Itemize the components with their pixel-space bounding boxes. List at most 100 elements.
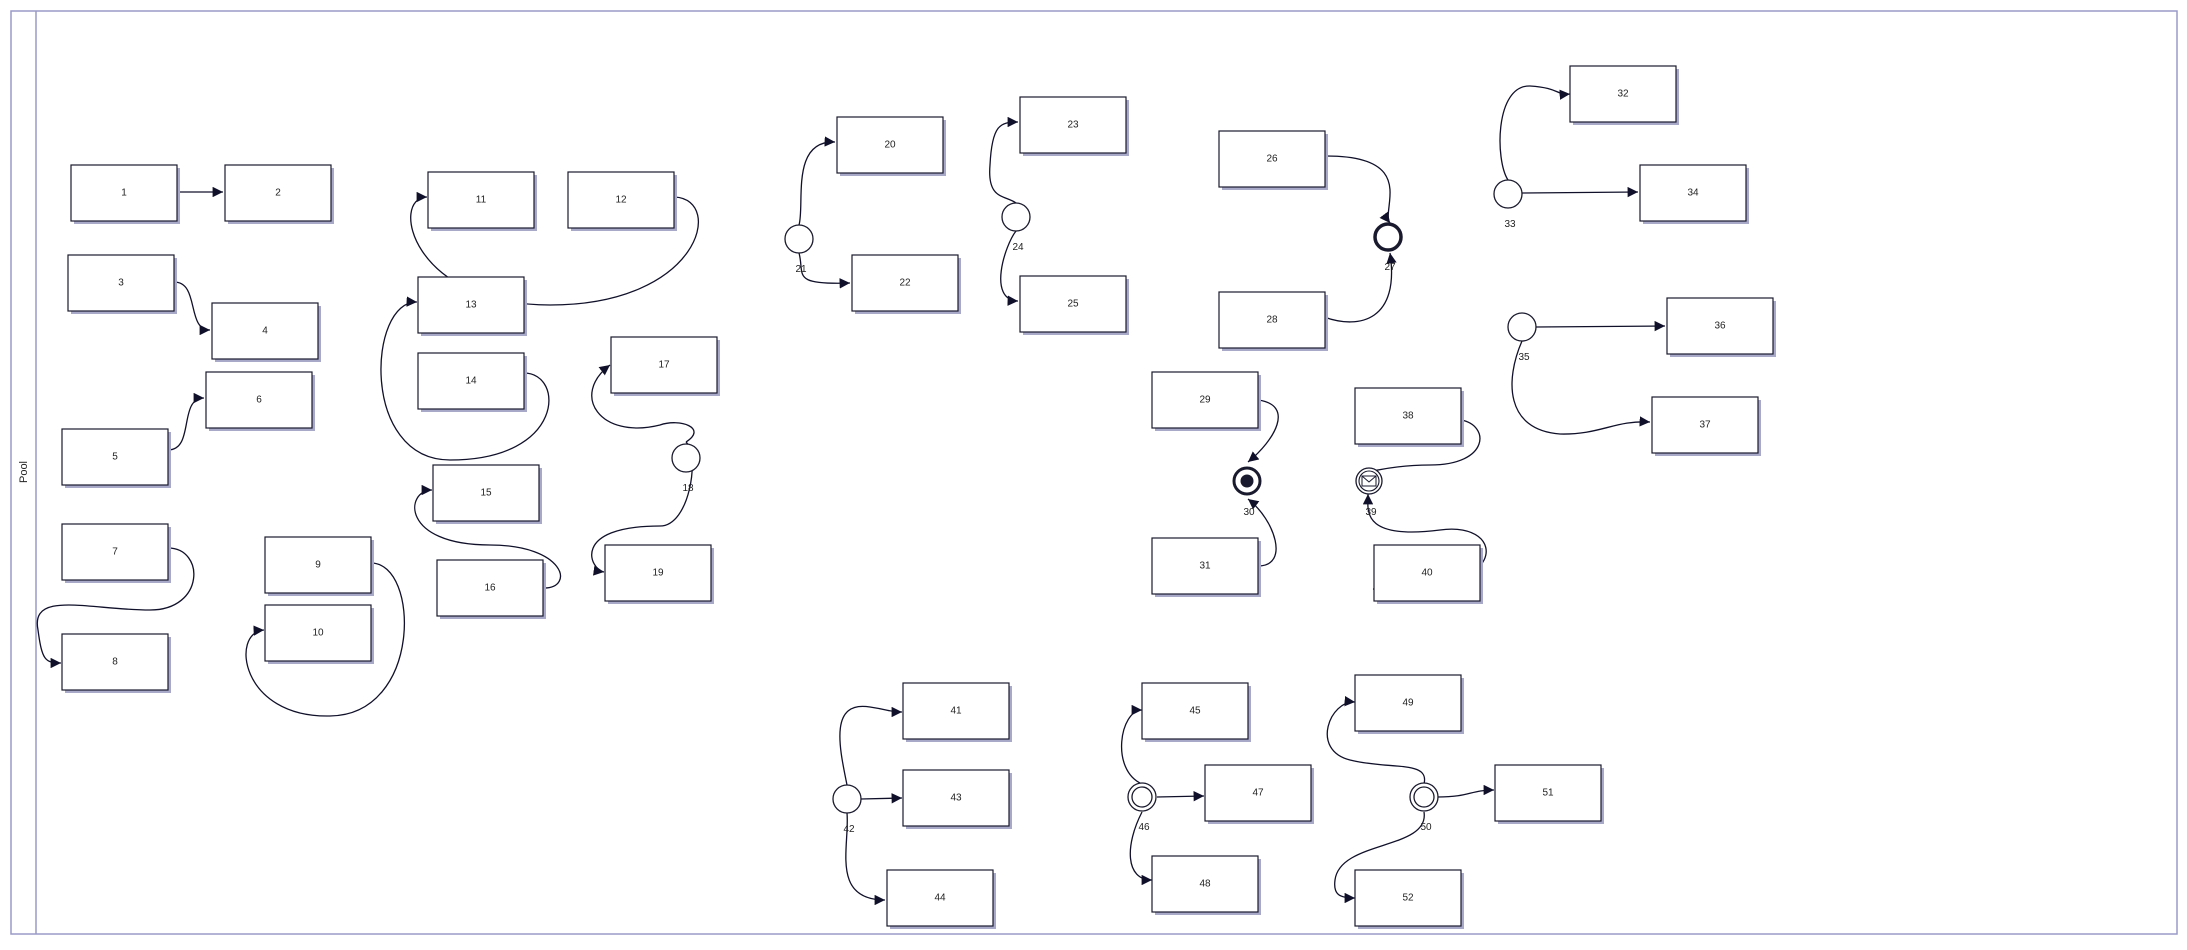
flow[interactable]: [591, 364, 695, 443]
task-label: 2: [275, 188, 281, 199]
flow[interactable]: [839, 705, 903, 786]
flow[interactable]: [1120, 704, 1143, 785]
start-event-icon[interactable]: [1001, 202, 1031, 232]
flow[interactable]: [173, 281, 211, 336]
event-label: 21: [795, 264, 807, 275]
task-label: 16: [484, 583, 496, 594]
task-label: 3: [118, 278, 124, 289]
flow[interactable]: [1535, 320, 1666, 332]
task-box[interactable]: 25: [1019, 275, 1129, 335]
flow[interactable]: [1323, 252, 1397, 323]
flow[interactable]: [36, 547, 195, 669]
start-event-icon[interactable]: [832, 784, 862, 814]
task-box[interactable]: 1: [70, 164, 180, 224]
flow[interactable]: [1129, 811, 1153, 886]
task-box[interactable]: 37: [1651, 396, 1761, 456]
task-box[interactable]: 40: [1373, 544, 1483, 604]
task-label: 28: [1266, 315, 1278, 326]
task-box[interactable]: 41: [902, 682, 1012, 742]
pool[interactable]: Pool: [10, 10, 2178, 935]
flow[interactable]: [845, 812, 886, 906]
task-box[interactable]: 48: [1151, 855, 1261, 915]
task-label: 15: [480, 488, 492, 499]
task-box[interactable]: 13: [417, 276, 527, 336]
task-box[interactable]: 22: [851, 254, 961, 314]
event-label: 30: [1243, 507, 1255, 518]
task-box[interactable]: 51: [1494, 764, 1604, 824]
pool-label: Pool: [18, 461, 30, 483]
task-box[interactable]: 36: [1666, 297, 1776, 357]
task-label: 17: [658, 360, 670, 371]
task-box[interactable]: 38: [1354, 387, 1464, 447]
task-box[interactable]: 10: [264, 604, 374, 664]
task-box[interactable]: 16: [436, 559, 546, 619]
start-event-icon[interactable]: [784, 224, 814, 254]
flow[interactable]: [167, 392, 205, 451]
flow[interactable]: [1326, 696, 1426, 785]
flow[interactable]: [1334, 811, 1425, 904]
flow[interactable]: [410, 191, 699, 306]
task-box[interactable]: 34: [1639, 164, 1749, 224]
task-label: 37: [1699, 420, 1711, 431]
flow[interactable]: [1511, 340, 1651, 435]
event-label: 39: [1365, 507, 1377, 518]
start-event-icon[interactable]: [671, 443, 701, 473]
task-box[interactable]: 29: [1151, 371, 1261, 431]
task-box[interactable]: 4: [211, 302, 321, 362]
task-box[interactable]: 19: [604, 544, 714, 604]
task-label: 11: [476, 195, 487, 206]
flow[interactable]: [1247, 498, 1277, 567]
task-label: 14: [465, 376, 477, 387]
task-box[interactable]: 8: [61, 633, 171, 693]
task-box[interactable]: 52: [1354, 869, 1464, 929]
flow[interactable]: [1521, 186, 1639, 198]
flow[interactable]: [380, 296, 550, 461]
flow[interactable]: [860, 793, 903, 804]
task-box[interactable]: 12: [567, 171, 677, 231]
task-box[interactable]: 31: [1151, 537, 1261, 597]
task-box[interactable]: 47: [1204, 764, 1314, 824]
task-box[interactable]: 15: [432, 464, 542, 524]
intermediate-event-icon[interactable]: [1127, 782, 1157, 812]
task-box[interactable]: 3: [67, 254, 177, 314]
flow[interactable]: [1499, 85, 1571, 181]
task-box[interactable]: 17: [610, 336, 720, 396]
task-box[interactable]: 45: [1141, 682, 1251, 742]
start-event-icon[interactable]: [1493, 179, 1523, 209]
task-box[interactable]: 44: [886, 869, 996, 929]
flow[interactable]: [1156, 791, 1205, 802]
task-box[interactable]: 49: [1354, 674, 1464, 734]
flow[interactable]: [1323, 155, 1391, 224]
task-box[interactable]: 2: [224, 164, 334, 224]
task-box[interactable]: 6: [205, 371, 315, 431]
flow[interactable]: [1000, 230, 1019, 306]
terminate-end-event-icon[interactable]: [1232, 466, 1262, 496]
flow[interactable]: [245, 562, 406, 717]
task-box[interactable]: 9: [264, 536, 374, 596]
task-label: 36: [1714, 321, 1726, 332]
task-box[interactable]: 43: [902, 769, 1012, 829]
task-box[interactable]: 20: [836, 116, 946, 176]
task-label: 51: [1542, 788, 1554, 799]
task-box[interactable]: 23: [1019, 96, 1129, 156]
task-label: 45: [1189, 706, 1201, 717]
task-box[interactable]: 26: [1218, 130, 1328, 190]
task-box[interactable]: 14: [417, 352, 527, 412]
flow[interactable]: [798, 252, 851, 289]
task-box[interactable]: 5: [61, 428, 171, 488]
event-label: 33: [1504, 219, 1516, 230]
task-box[interactable]: 7: [61, 523, 171, 583]
flow[interactable]: [798, 136, 836, 226]
message-event-icon[interactable]: [1355, 467, 1383, 495]
flow[interactable]: [1247, 399, 1279, 463]
task-box[interactable]: 28: [1218, 291, 1328, 351]
task-box[interactable]: 32: [1569, 65, 1679, 125]
task-box[interactable]: 11: [427, 171, 537, 231]
start-event-icon[interactable]: [1507, 312, 1537, 342]
intermediate-event-icon[interactable]: [1409, 782, 1439, 812]
flow[interactable]: [414, 484, 561, 589]
end-event-icon[interactable]: [1373, 222, 1403, 252]
flow[interactable]: [1437, 784, 1495, 798]
flow[interactable]: [989, 116, 1019, 204]
